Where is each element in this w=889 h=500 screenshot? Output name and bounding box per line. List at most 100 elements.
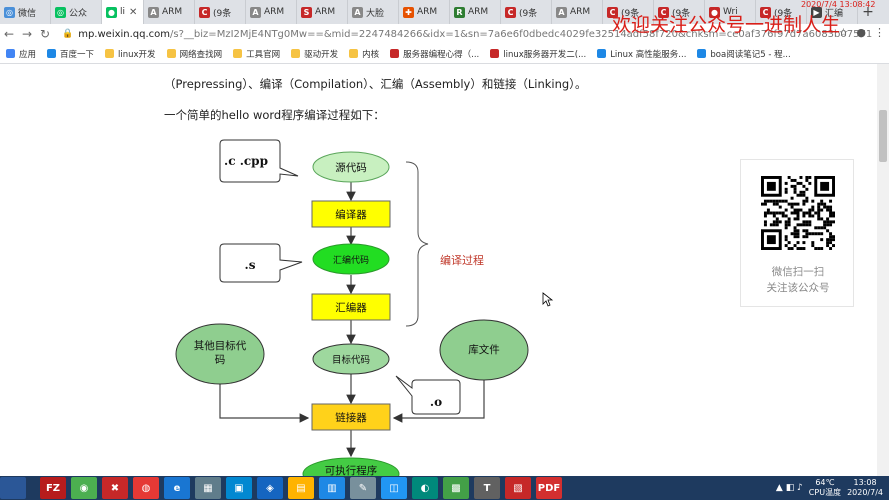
tab-10[interactable]: C(9条 xyxy=(501,0,552,24)
bookmark-8[interactable]: linux服务器开发二(... xyxy=(490,48,586,60)
taskbar-app-5[interactable]: e xyxy=(164,477,190,499)
bookmark-label: linux开发 xyxy=(118,49,156,60)
tab-favicon-icon: C xyxy=(505,6,516,18)
taskbar-app-9[interactable]: ▤ xyxy=(288,477,314,499)
bookmark-label: 网络查找网 xyxy=(179,49,223,60)
tab-favicon-icon: ● xyxy=(709,6,720,18)
bookmark-3[interactable]: 网络查找网 xyxy=(166,48,223,60)
bookmark-7[interactable]: 服务器编程心得（... xyxy=(390,48,479,60)
taskbar-app-13[interactable]: ◐ xyxy=(412,477,438,499)
taskbar-app-15[interactable]: T xyxy=(474,477,500,499)
tab-label: ARM xyxy=(468,7,489,17)
tab-label: ARM xyxy=(315,7,336,17)
node-object-code: 目标代码 xyxy=(332,354,370,366)
tab-label: ARM xyxy=(264,7,285,17)
tab-16[interactable]: ▶汇编 xyxy=(807,0,858,24)
clock-time: 13:08 xyxy=(853,478,877,487)
clock-date: 2020/7/4 xyxy=(847,488,883,497)
taskbar-app-16[interactable]: ▧ xyxy=(505,477,531,499)
tab-1[interactable]: ◎公众 xyxy=(51,0,102,24)
qr-text-2: 关注该公众号 xyxy=(766,282,830,294)
back-icon[interactable]: ← xyxy=(3,27,15,41)
tab-favicon-icon: C xyxy=(658,6,669,18)
bookmark-label: 内核 xyxy=(362,49,380,60)
tab-8[interactable]: ✚ARM xyxy=(399,0,450,24)
tab-favicon-icon: ✚ xyxy=(403,6,414,18)
toolbar-icons: ☆ ● ⋮ xyxy=(839,26,885,39)
node-linker: 链接器 xyxy=(335,411,367,424)
taskbar-app-10[interactable]: ▥ xyxy=(319,477,345,499)
tab-label: (9条 xyxy=(621,8,640,19)
bookmark-label: linux服务器开发二(... xyxy=(503,49,587,60)
star-icon[interactable]: ☆ xyxy=(838,26,849,39)
taskbar-app-17[interactable]: PDF xyxy=(536,477,562,499)
callout-o-bubble xyxy=(395,375,461,415)
bookmark-6[interactable]: 内核 xyxy=(349,48,379,60)
bookmark-9[interactable]: Linux 高性能服务... xyxy=(597,48,686,60)
reload-icon[interactable]: ↻ xyxy=(39,27,51,41)
callout-s-bubble xyxy=(219,243,303,283)
node-compiler: 编译器 xyxy=(335,208,367,221)
forward-icon[interactable]: → xyxy=(21,27,33,41)
taskbar-app-7[interactable]: ▣ xyxy=(226,477,252,499)
tab-4[interactable]: C(9条 xyxy=(195,0,246,24)
bookmark-1[interactable]: 百度一下 xyxy=(47,48,94,60)
taskbar-app-4[interactable]: ◍ xyxy=(133,477,159,499)
ext-c-label: .c .cpp xyxy=(224,154,268,168)
tray-icons[interactable]: ▲ ◧ ♪ xyxy=(775,483,803,493)
taskbar-app-2[interactable]: ◉ xyxy=(71,477,97,499)
tab-label: ARM xyxy=(570,7,591,17)
page-content: （Prepressing）、编译（Compilation）、汇编（Assembl… xyxy=(0,64,889,491)
taskbar-app-0[interactable] xyxy=(0,477,26,499)
menu-icon[interactable]: ⋮ xyxy=(874,26,885,39)
taskbar-app-3[interactable]: ✖ xyxy=(102,477,128,499)
clock[interactable]: 13:08 2020/7/4 xyxy=(847,478,883,498)
taskbar-app-11[interactable]: ✎ xyxy=(350,477,376,499)
tab-2[interactable]: ●li✕ xyxy=(102,0,144,24)
taskbar-app-1[interactable]: FZ xyxy=(40,477,66,499)
bookmark-5[interactable]: 驱动开发 xyxy=(291,48,338,60)
tab-label: (9条 xyxy=(672,8,691,19)
tab-close-icon[interactable]: ✕ xyxy=(129,6,138,18)
tab-13[interactable]: C(9条 xyxy=(654,0,705,24)
cpu-temp: 64℃ CPU温度 xyxy=(809,478,841,498)
bookmark-label: 应用 xyxy=(19,49,37,60)
node-other-objects: 其他目标代码 xyxy=(194,339,247,366)
taskbar-app-6[interactable]: ▦ xyxy=(195,477,221,499)
taskbar-app-8[interactable]: ◈ xyxy=(257,477,283,499)
url-host: mp.weixin.qq.com xyxy=(78,28,171,40)
tab-label: 汇编 xyxy=(825,8,844,19)
taskbar-app-12[interactable]: ◫ xyxy=(381,477,407,499)
bookmarks-bar: 应用百度一下 linux开发 网络查找网工具官网 驱动开发 内核服务器编程心得（... l… xyxy=(0,44,889,64)
scrollbar-thumb[interactable] xyxy=(879,110,887,162)
tab-favicon-icon: A xyxy=(352,6,363,18)
bookmark-label: 驱动开发 xyxy=(304,49,339,60)
node-library: 库文件 xyxy=(468,343,500,356)
bookmark-0[interactable]: 应用 xyxy=(6,48,36,60)
new-tab-button[interactable]: + xyxy=(862,4,874,20)
bookmark-2[interactable]: linux开发 xyxy=(105,48,156,60)
brace-label: 编译过程 xyxy=(440,253,484,267)
tab-favicon-icon: ● xyxy=(106,6,117,18)
bookmark-10[interactable]: boa阅读笔记5 - 程... xyxy=(697,48,791,60)
tab-favicon-icon: ◎ xyxy=(4,6,15,18)
bookmark-4[interactable]: 工具官网 xyxy=(233,48,280,60)
taskbar-app-14[interactable]: ▩ xyxy=(443,477,469,499)
tab-15[interactable]: C(9条 xyxy=(756,0,807,24)
address-bar[interactable]: 🔒 mp.weixin.qq.com/s?__biz=MzI2MjE4NTg0M… xyxy=(62,26,872,42)
folder-icon xyxy=(105,49,115,58)
browser-toolbar: ← → ↻ xyxy=(0,24,889,44)
account-icon[interactable]: ● xyxy=(856,26,866,39)
tab-0[interactable]: ◎微信 xyxy=(0,0,51,24)
tab-12[interactable]: C(9条 xyxy=(603,0,654,24)
folder-icon xyxy=(233,49,243,58)
scrollbar-track[interactable] xyxy=(877,64,889,476)
tab-14[interactable]: ●Wri xyxy=(705,0,756,24)
